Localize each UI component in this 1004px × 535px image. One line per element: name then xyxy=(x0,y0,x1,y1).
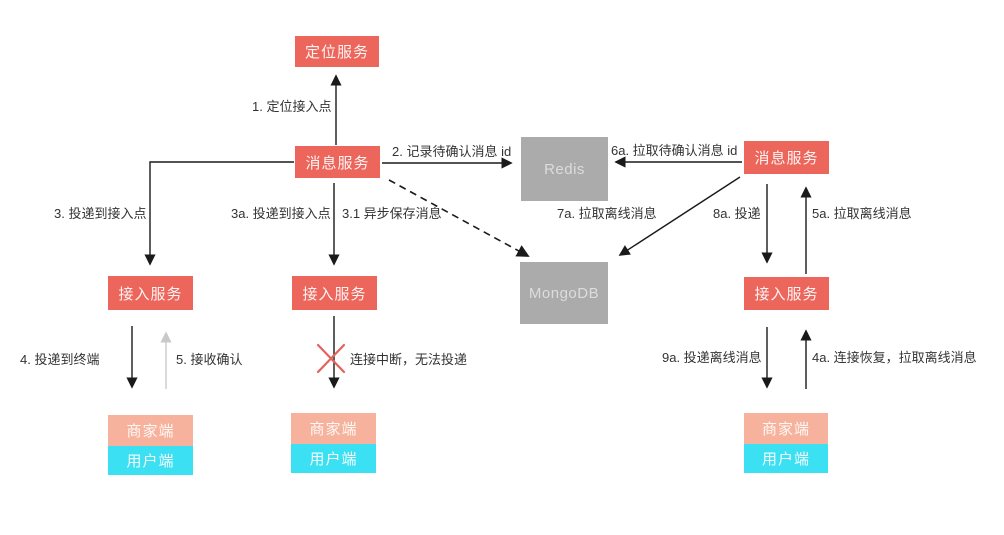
message-service-right-node: 消息服务 xyxy=(744,141,829,174)
edge-label-pull-offline-mongo: 7a. 拉取离线消息 xyxy=(557,206,657,221)
merchant-client-left-node: 商家端 xyxy=(108,415,193,446)
arrow-async-save-message xyxy=(388,179,530,257)
edge-label-pull-offline-up: 5a. 拉取离线消息 xyxy=(812,206,912,221)
edge-label-pull-pending-id: 6a. 拉取待确认消息 id xyxy=(611,143,738,158)
redis-node: Redis xyxy=(521,137,608,201)
edge-label-reconnect-pull: 4a. 连接恢复，拉取离线消息 xyxy=(812,350,977,365)
merchant-client-mid-node: 商家端 xyxy=(291,413,376,444)
access-service-left-node: 接入服务 xyxy=(108,276,193,310)
access-service-mid-node: 接入服务 xyxy=(292,276,377,310)
access-service-right-node: 接入服务 xyxy=(744,277,829,310)
arrow-deliver-access-point-left xyxy=(144,161,294,266)
edge-label-deliver-access-point: 3. 投递到接入点 xyxy=(54,206,147,221)
user-client-left-node: 用户端 xyxy=(108,446,193,475)
mongodb-node: MongoDB xyxy=(520,262,608,324)
user-client-mid-node: 用户端 xyxy=(291,444,376,473)
message-service-left-node: 消息服务 xyxy=(295,146,380,178)
location-service-node: 定位服务 xyxy=(295,36,379,67)
arrow-pull-offline-to-mongo xyxy=(618,176,741,256)
edge-label-locate-access-point: 1. 定位接入点 xyxy=(252,99,332,114)
edge-label-async-save-message: 3.1 异步保存消息 xyxy=(342,206,442,221)
fail-cross-icon xyxy=(316,343,346,374)
edge-label-deliver: 8a. 投递 xyxy=(713,206,761,221)
edge-label-deliver-offline: 9a. 投递离线消息 xyxy=(662,350,762,365)
edge-label-connection-broken: 连接中断，无法投递 xyxy=(350,352,468,367)
merchant-client-right-node: 商家端 xyxy=(744,413,828,444)
edge-label-deliver-terminal: 4. 投递到终端 xyxy=(20,352,100,367)
edge-label-deliver-access-point-a: 3a. 投递到接入点 xyxy=(231,206,331,221)
user-client-right-node: 用户端 xyxy=(744,444,828,473)
edge-label-receive-ack: 5. 接收确认 xyxy=(176,352,243,367)
edge-label-record-pending-id: 2. 记录待确认消息 id xyxy=(392,144,512,159)
